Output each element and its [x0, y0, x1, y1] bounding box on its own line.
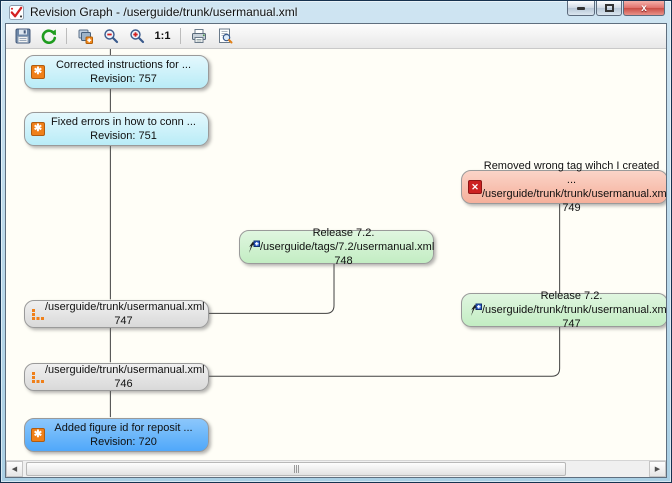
deleted-icon: ✕ — [468, 180, 482, 194]
revision-node-749[interactable]: ✕ Removed wrong tag wihch I created ... … — [461, 160, 666, 214]
client-area: 1:1 — [5, 23, 667, 478]
minimize-icon — [577, 6, 585, 10]
revision-node-747-copy[interactable]: Release 7.2. /userguide/trunk/trunk/user… — [461, 290, 666, 330]
scroll-right-button[interactable]: ▶ — [649, 461, 666, 477]
toolbar: 1:1 — [6, 24, 666, 49]
zoom-in-button[interactable] — [125, 26, 148, 47]
print-preview-icon — [218, 28, 232, 44]
branch-source-icon — [32, 309, 44, 320]
zoom-100-button[interactable]: 1:1 — [151, 26, 174, 47]
revision-node-746[interactable]: /userguide/trunk/usermanual.xml 746 — [24, 363, 209, 391]
node-path: /userguide/tags/7.2/usermanual.xml 748 — [260, 241, 435, 267]
tortoisesvn-app-icon — [9, 4, 24, 20]
scroll-left-button[interactable]: ◀ — [6, 461, 23, 477]
scrollbar-thumb[interactable] — [26, 462, 566, 476]
revision-graph-canvas[interactable]: ✱ Corrected instructions for ... Revisio… — [6, 49, 666, 460]
overview-icon — [78, 29, 93, 44]
modified-icon: ✱ — [31, 428, 45, 442]
overview-button[interactable] — [73, 26, 96, 47]
window-title: Revision Graph - /userguide/trunk/userma… — [30, 5, 298, 19]
toolbar-separator — [180, 28, 181, 44]
node-revision: Revision: 751 — [90, 130, 157, 142]
zoom-in-icon — [129, 29, 144, 44]
revision-node-720[interactable]: ✱ Added figure id for reposit ... Revisi… — [24, 418, 209, 452]
zoom-out-button[interactable] — [99, 26, 122, 47]
node-message: Fixed errors in how to conn ... — [51, 116, 196, 128]
scrollbar-track[interactable] — [23, 461, 649, 477]
refresh-button[interactable] — [37, 26, 60, 47]
revision-node-747[interactable]: /userguide/trunk/usermanual.xml 747 — [24, 300, 209, 328]
node-message: Added figure id for reposit ... — [54, 422, 193, 434]
revision-node-751[interactable]: ✱ Fixed errors in how to conn ... Revisi… — [24, 112, 209, 146]
print-icon — [191, 29, 206, 43]
modified-icon: ✱ — [31, 65, 45, 79]
edge-746-747r-749 — [207, 203, 561, 377]
scrollbar-grip — [293, 465, 295, 473]
node-path: /userguide/trunk/usermanual.xml 746 — [45, 364, 205, 390]
save-button[interactable] — [11, 26, 34, 47]
node-message: Release 7.2. — [312, 227, 375, 239]
node-message: Corrected instructions for ... — [55, 59, 192, 71]
print-button[interactable] — [187, 26, 210, 47]
edge-747-748 — [207, 263, 335, 314]
edges-layer — [109, 49, 561, 418]
window-controls: x — [566, 1, 665, 16]
revision-node-748[interactable]: Release 7.2. /userguide/tags/7.2/userman… — [239, 227, 434, 267]
toolbar-separator — [66, 28, 67, 44]
added-copy-icon — [471, 303, 482, 316]
revision-node-757[interactable]: ✱ Corrected instructions for ... Revisio… — [24, 55, 209, 89]
maximize-button[interactable] — [596, 1, 622, 16]
node-revision: Revision: 757 — [90, 73, 157, 85]
minimize-button[interactable] — [567, 1, 595, 16]
branch-source-icon — [32, 372, 44, 383]
print-preview-button[interactable] — [213, 26, 236, 47]
titlebar[interactable]: Revision Graph - /userguide/trunk/userma… — [5, 1, 667, 23]
modified-icon: ✱ — [31, 122, 45, 136]
node-message: Removed wrong tag wihch I created ... — [483, 160, 660, 186]
zoom-100-label: 1:1 — [154, 30, 171, 42]
node-revision: Revision: 720 — [90, 436, 157, 448]
refresh-icon — [41, 29, 56, 44]
zoom-out-icon — [103, 29, 118, 44]
node-path: /userguide/trunk/usermanual.xml 747 — [45, 301, 205, 327]
node-message: Release 7.2. — [540, 290, 603, 302]
horizontal-scrollbar[interactable]: ◀ ▶ — [6, 460, 666, 477]
added-copy-icon — [249, 240, 260, 253]
close-icon: x — [641, 2, 647, 14]
scrollbar-grip — [297, 465, 299, 473]
save-icon — [15, 28, 30, 44]
maximize-icon — [604, 4, 614, 12]
close-button[interactable]: x — [623, 1, 665, 16]
node-path: /userguide/trunk/trunk/usermanual.xml 74… — [482, 188, 666, 214]
scrollbar-grip — [295, 465, 297, 473]
node-path: /userguide/trunk/trunk/usermanual.xml 74… — [482, 304, 666, 330]
